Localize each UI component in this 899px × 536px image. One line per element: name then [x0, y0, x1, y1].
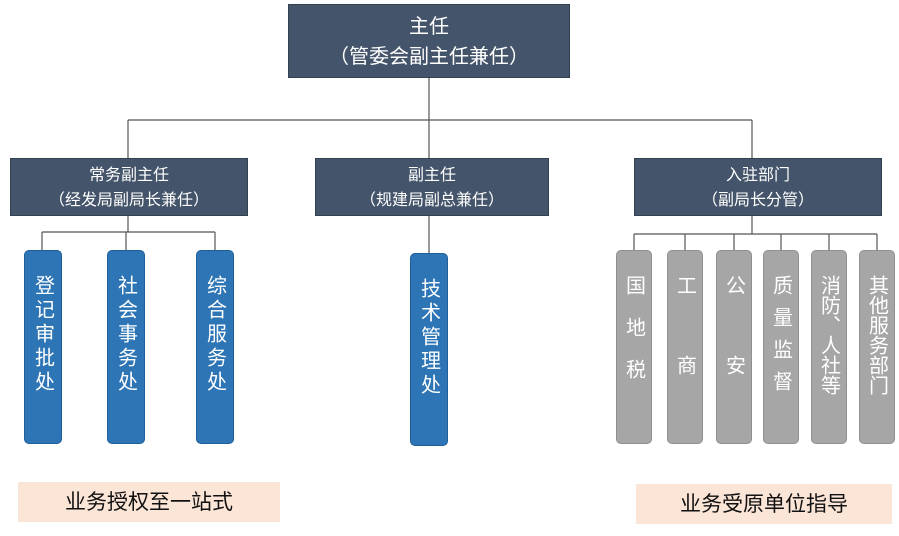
branch-title: 副主任 — [407, 165, 456, 184]
unit-label: 社会事务处 — [114, 275, 139, 395]
branch-executive-deputy-box: 常务副主任 （经发局副局长兼任） — [10, 158, 248, 216]
branch-resident-departments-box: 入驻部门 （副局长分管） — [634, 158, 882, 216]
root-subtitle: （管委会副主任兼任） — [329, 44, 529, 68]
unit-label: 质量监督 — [769, 275, 794, 403]
branch-subtitle: （副局长分管） — [701, 190, 814, 209]
branch-title: 常务副主任 — [88, 165, 169, 184]
branch-deputy-box: 副主任 （规建局副总兼任） — [315, 158, 549, 216]
unit-public-security: 公安 — [716, 250, 752, 444]
root-director-box: 主任 （管委会副主任兼任） — [288, 4, 570, 78]
unit-tax: 国地税 — [616, 250, 652, 444]
unit-quality-supervision: 质量监督 — [763, 250, 799, 444]
unit-label: 登记审批处 — [31, 275, 56, 395]
note-right: 业务受原单位指导 — [636, 484, 892, 524]
unit-social-affairs: 社会事务处 — [107, 250, 145, 444]
unit-label: 公安 — [722, 275, 747, 435]
root-title: 主任 — [409, 14, 449, 38]
unit-label: 技术管理处 — [417, 278, 442, 398]
unit-fire-hr: 消防、人社等 — [811, 250, 847, 444]
branch-subtitle: （规建局副总兼任） — [359, 190, 504, 209]
unit-label: 消防、人社等 — [817, 275, 842, 395]
unit-other-services: 其他服务部门 — [859, 250, 895, 444]
unit-label: 国地税 — [622, 275, 647, 401]
note-left: 业务授权至一站式 — [18, 482, 280, 522]
branch-subtitle: （经发局副局长兼任） — [48, 190, 209, 209]
unit-business: 工商 — [667, 250, 703, 444]
unit-general-services: 综合服务处 — [196, 250, 234, 444]
unit-label: 其他服务部门 — [865, 275, 890, 395]
unit-label: 工商 — [673, 275, 698, 435]
unit-registration-approval: 登记审批处 — [24, 250, 62, 444]
unit-label: 综合服务处 — [203, 275, 228, 395]
unit-technical-management: 技术管理处 — [410, 253, 448, 446]
branch-title: 入驻部门 — [725, 165, 790, 184]
